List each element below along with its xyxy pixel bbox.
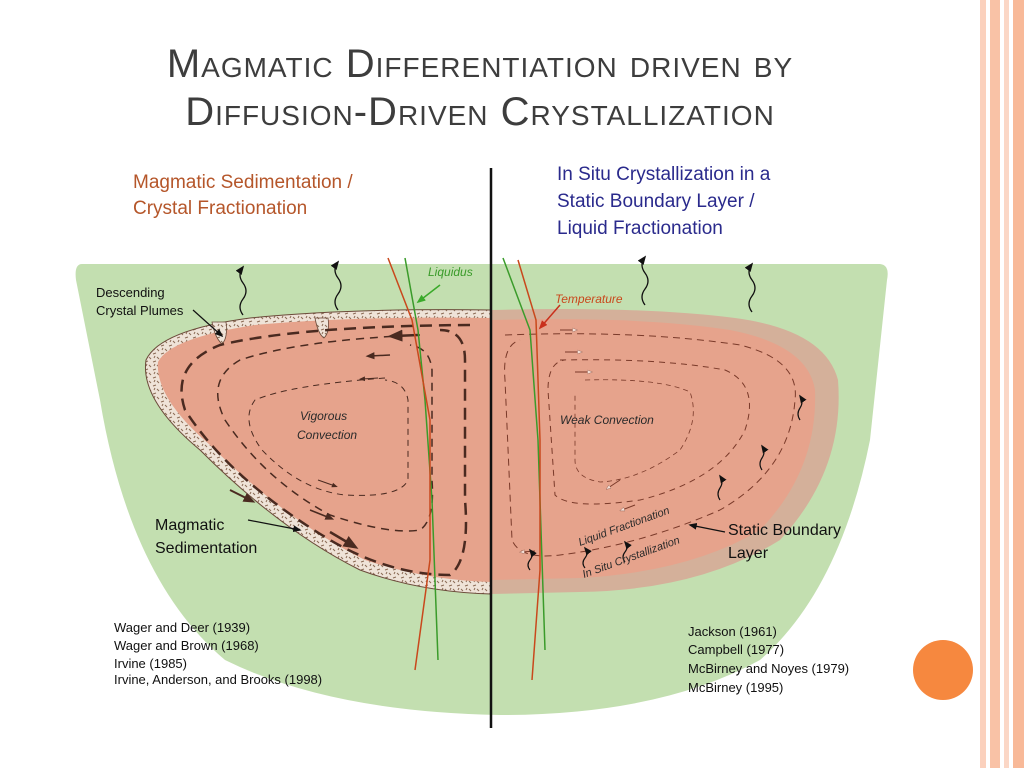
right-reference: Campbell (1977) <box>688 642 784 657</box>
convection-arrow <box>359 376 379 382</box>
slide-title-line2: Diffusion-Driven Crystallization <box>185 90 775 134</box>
weak-convection-arrow <box>622 504 636 510</box>
decorative-stripe <box>1004 0 1009 768</box>
rising-liquid-squiggle <box>527 548 537 571</box>
rising-liquid-squiggle <box>622 540 632 563</box>
convection-loop-outer <box>180 323 471 577</box>
temperature-curve-right <box>517 259 541 681</box>
liquidus-label: Liquidus <box>428 265 473 279</box>
heat-loss-arrow <box>744 262 756 313</box>
convection-arrow <box>365 352 391 360</box>
left-heading-line2: Crystal Fractionation <box>133 198 307 219</box>
left-reference: Wager and Deer (1939) <box>114 620 250 635</box>
weak-convection-loop-inner <box>547 359 750 505</box>
decorative-stripe <box>1013 0 1024 768</box>
right-reference: McBirney and Noyes (1979) <box>688 661 849 676</box>
convection-arrow <box>309 509 335 520</box>
right-reference: Jackson (1961) <box>688 624 777 639</box>
liquidus-pointer <box>416 284 441 304</box>
slide-title: Magmatic Differentiation driven by Diffu… <box>60 40 900 136</box>
right-references: Jackson (1961) Campbell (1977) McBirney … <box>688 624 849 695</box>
left-reference: Irvine, Anderson, and Brooks (1998) <box>114 672 322 687</box>
right-heading-line1: In Situ Crystallization in a <box>557 164 771 185</box>
convection-arrow <box>317 479 338 488</box>
decorative-stripe <box>990 0 1000 768</box>
convection-loop-middle <box>217 334 434 532</box>
right-heading-line3: Liquid Fractionation <box>557 218 723 239</box>
right-reference: McBirney (1995) <box>688 680 783 695</box>
plumes-label-line1: Descending <box>96 285 165 300</box>
convection-arrow <box>229 489 256 503</box>
decorative-stripe <box>980 0 986 768</box>
heat-loss-arrow <box>637 255 649 306</box>
convection-arrow <box>329 530 359 549</box>
sedimentation-label-line1: Magmatic <box>155 517 224 534</box>
heat-loss-arrow <box>235 265 247 316</box>
rising-liquid-squiggle <box>582 546 592 569</box>
weak-convection-loop-core <box>574 379 694 483</box>
heat-loss-arrow <box>330 260 342 311</box>
left-heading-line1: Magmatic Sedimentation / <box>133 172 353 193</box>
crystal-plume <box>314 317 329 339</box>
right-magma-body <box>491 319 816 580</box>
slide-title-line1: Magmatic Differentiation driven by <box>166 42 794 86</box>
sedimentation-pointer <box>247 519 302 533</box>
left-reference: Wager and Brown (1968) <box>114 638 259 653</box>
temperature-curve-left <box>387 257 431 671</box>
accent-dot <box>913 640 973 700</box>
left-references: Wager and Deer (1939) Wager and Brown (1… <box>114 620 322 687</box>
boundary-layer-pointer <box>688 523 726 533</box>
left-reference: Irvine (1985) <box>114 656 187 671</box>
left-magma-body <box>157 317 491 582</box>
temperature-label: Temperature <box>555 292 623 306</box>
plumes-pointer <box>192 309 224 338</box>
sedimentation-label-line2: Sedimentation <box>155 540 257 557</box>
right-heading-line2: Static Boundary Layer / <box>557 191 755 212</box>
boundary-layer-label-line1: Static Boundary <box>728 522 841 539</box>
rising-liquid-squiggle <box>759 444 769 471</box>
liquidus-curve-right <box>502 257 546 651</box>
liquidus-curve-left <box>404 257 439 661</box>
weak-convection-label: Weak Convection <box>560 413 654 427</box>
convection-loop-inner <box>248 377 409 496</box>
weak-convection-arrow <box>608 479 621 488</box>
plumes-label-line2: Crystal Plumes <box>96 303 184 318</box>
rising-liquid-squiggle <box>717 474 727 501</box>
boundary-layer-label-line2: Layer <box>728 545 769 562</box>
vigorous-convection-line2: Convection <box>297 428 357 442</box>
weak-convection-loop-outer <box>504 333 796 557</box>
temperature-pointer <box>538 304 561 330</box>
vigorous-convection-line1: Vigorous <box>300 409 347 423</box>
rising-liquid-squiggle <box>797 394 807 421</box>
